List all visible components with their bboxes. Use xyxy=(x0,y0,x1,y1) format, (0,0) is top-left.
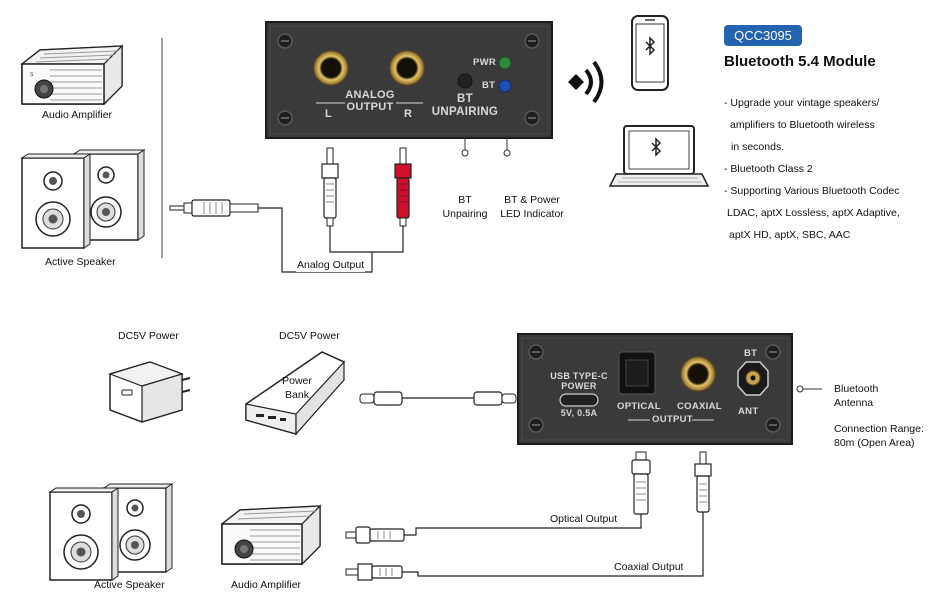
optical-output-label: Optical Output xyxy=(550,513,618,525)
smartphone-icon xyxy=(631,15,669,91)
rca-white-plug-icon xyxy=(321,147,339,227)
panel-usb-type-c-label: USB TYPE-C POWER xyxy=(550,371,608,391)
panel-bt-label: BT xyxy=(482,80,496,91)
feature-line: LDAC, aptX Lossless, aptX Adaptive, xyxy=(727,207,900,219)
top-module-panel xyxy=(265,21,553,139)
audio-amplifier-bottom-icon xyxy=(220,504,322,566)
laptop-icon xyxy=(608,125,710,187)
usb-c-cable-icon xyxy=(359,391,517,406)
chip-model-badge: QCC3095 xyxy=(724,25,802,46)
bt-unpairing-callout: BT Unpairing xyxy=(442,194,488,220)
panel-output-label: OUTPUT xyxy=(652,414,693,425)
feature-line: - Bluetooth Class 2 xyxy=(724,163,813,175)
aux-35mm-plug-icon xyxy=(169,199,259,217)
active-speaker-icon xyxy=(20,149,146,249)
wireless-signal-icon xyxy=(568,60,604,104)
bottom-module-panel xyxy=(517,333,793,445)
bluetooth-antenna-label: Bluetooth Antenna xyxy=(834,383,879,409)
panel-coaxial-label: COAXIAL xyxy=(677,401,722,412)
feature-line: amplifiers to Bluetooth wireless xyxy=(730,119,875,131)
dc5v-power-charger-label: DC5V Power xyxy=(118,330,179,342)
coaxial-plug-icon xyxy=(694,451,712,513)
panel-optical-label: OPTICAL xyxy=(617,401,661,412)
svg-text:S: S xyxy=(30,72,34,78)
panel-analog-output-label: ANALOG OUTPUT xyxy=(345,89,395,113)
analog-output-cable xyxy=(258,207,404,273)
active-speaker-bottom-icon xyxy=(48,483,174,581)
pwr-led xyxy=(498,56,512,70)
panel-bt-unpairing-label: BT UNPAIRING xyxy=(431,93,499,118)
panel-usb-spec-label: 5V, 0.5A xyxy=(560,408,598,418)
optical-input-plug-icon xyxy=(345,526,405,544)
panel-left-label: L xyxy=(325,108,333,120)
rca-red-plug-icon xyxy=(394,147,412,227)
active-speaker-bottom-label: Active Speaker xyxy=(94,579,165,591)
feature-line: - Upgrade your vintage speakers/ xyxy=(724,97,880,109)
audio-amplifier-icon: S xyxy=(20,44,124,106)
coaxial-output-cable xyxy=(402,512,704,577)
audio-amplifier-bottom-label: Audio Amplifier xyxy=(231,579,302,591)
panel-bt-ant-top-label: BT xyxy=(744,348,758,359)
power-bank-icon xyxy=(245,351,346,436)
coaxial-input-plug-icon xyxy=(345,563,403,581)
led-indicator-callout: BT & Power LED Indicator xyxy=(500,194,564,220)
panel-right-label: R xyxy=(404,108,413,120)
panel-pwr-label: PWR xyxy=(473,57,497,68)
connection-range-label: Connection Range: 80m (Open Area) xyxy=(834,423,924,449)
power-bank-label: Power Bank xyxy=(282,375,312,401)
active-speaker-label: Active Speaker xyxy=(45,256,116,268)
audio-amplifier-label: Audio Amplifier xyxy=(42,109,113,121)
feature-line: in seconds. xyxy=(731,141,785,153)
bt-led xyxy=(498,79,512,93)
optical-output-cable xyxy=(404,514,642,536)
module-title: Bluetooth 5.4 Module xyxy=(724,53,876,70)
coaxial-output-label: Coaxial Output xyxy=(614,561,684,573)
dc5v-power-bank-label: DC5V Power xyxy=(279,330,340,342)
feature-line: aptX HD, aptX, SBC, AAC xyxy=(729,229,851,241)
panel-ant-label: ANT xyxy=(738,406,759,417)
wall-charger-icon xyxy=(108,361,191,423)
optical-plug-icon xyxy=(631,451,651,515)
feature-line: - Supporting Various Bluetooth Codec xyxy=(724,185,900,197)
analog-output-label: Analog Output xyxy=(296,258,366,272)
